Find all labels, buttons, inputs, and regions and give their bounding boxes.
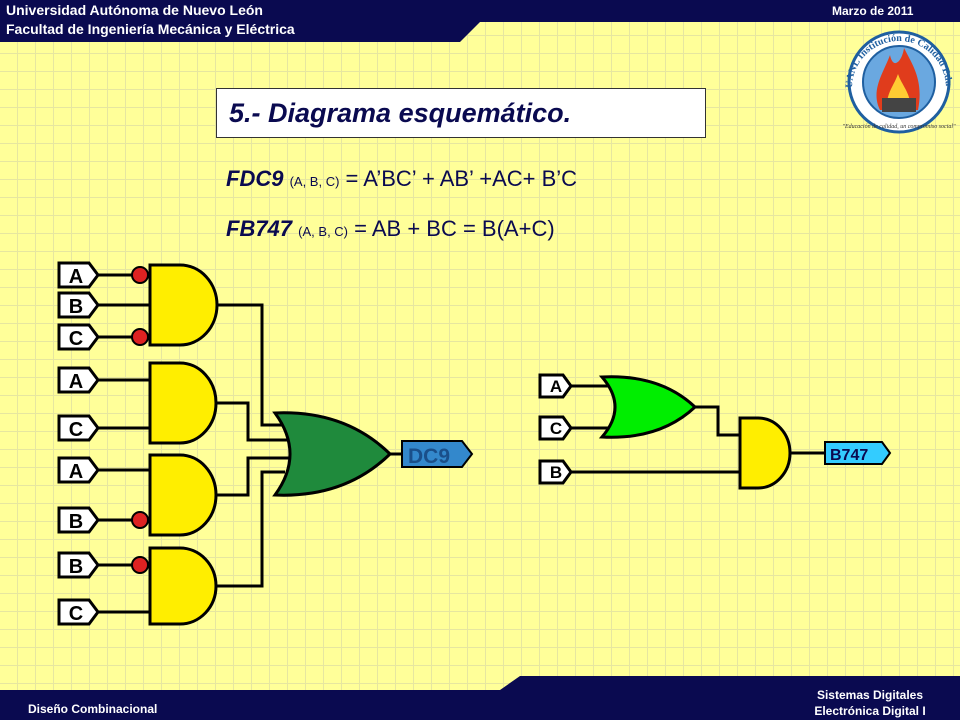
input-labels-circuit2: A C B xyxy=(550,377,562,482)
input-label: A xyxy=(69,371,83,393)
equation-fdc9-args: (A, B, C) xyxy=(289,174,340,189)
output-label-b747: B747 xyxy=(830,447,868,464)
wires xyxy=(98,273,825,614)
input-tag-c3 xyxy=(57,598,100,626)
equation-fdc9-expr: = A’BC’ + AB’ +AC+ B’C xyxy=(339,166,578,191)
output-tag-dc9 xyxy=(401,440,474,468)
input-label: B xyxy=(69,556,83,578)
logo-base xyxy=(882,98,916,112)
input-tag-b1 xyxy=(57,291,100,319)
and-gate-3 xyxy=(148,453,218,537)
output-tag-b747 xyxy=(824,441,892,465)
header-date: Marzo de 2011 xyxy=(832,4,914,18)
equation-fdc9: FDC9 (A, B, C) = A’BC’ + AB’ +AC+ B’C xyxy=(226,166,577,192)
input-tag-a xyxy=(538,373,573,399)
input-tag-a2 xyxy=(57,366,100,394)
inverter-bubble xyxy=(131,511,149,529)
inverter-bubbles xyxy=(131,266,149,574)
input-tag-b xyxy=(538,459,573,485)
footer-right-line2: Electrónica Digital I xyxy=(814,704,926,718)
input-label: C xyxy=(69,419,83,441)
input-label: A xyxy=(550,377,562,396)
input-tag-b3 xyxy=(57,551,100,579)
and-gates-circuit1 xyxy=(148,263,219,626)
input-label: B xyxy=(550,463,562,482)
input-tag-b2 xyxy=(57,506,100,534)
footer-left: Diseño Combinacional xyxy=(28,702,158,716)
slide-title: 5.- Diagrama esquemático. xyxy=(229,98,572,128)
and-gate-2 xyxy=(148,361,218,445)
inputs-circuit2 xyxy=(538,373,573,485)
or-gate-b747 xyxy=(598,375,698,439)
and-gate-1 xyxy=(148,263,219,347)
header-band xyxy=(0,0,960,42)
footer-band xyxy=(0,676,960,720)
inverter-bubble xyxy=(131,328,149,346)
footer-right-line1: Sistemas Digitales xyxy=(816,688,924,702)
input-label: B xyxy=(69,511,83,533)
input-tag-c2 xyxy=(57,414,100,442)
or-gate-dc9 xyxy=(272,411,393,497)
and-gate-4 xyxy=(148,546,218,626)
input-tag-a1 xyxy=(57,261,100,289)
header-faculty: Facultad de Ingeniería Mecánica y Eléctr… xyxy=(6,21,295,37)
equation-fb747: FB747 (A, B, C) = AB + BC = B(A+C) xyxy=(226,216,555,242)
inputs-circuit1 xyxy=(57,261,100,626)
input-label: C xyxy=(69,603,83,625)
inverter-bubble xyxy=(131,266,149,284)
inverter-bubble xyxy=(131,556,149,574)
input-tag-c1 xyxy=(57,323,100,351)
equation-fb747-name: FB747 xyxy=(226,216,293,241)
input-label: B xyxy=(69,296,83,318)
input-label: A xyxy=(69,461,83,483)
header-university: Universidad Autónoma de Nuevo León xyxy=(6,2,263,18)
input-label: A xyxy=(69,266,83,288)
input-tag-a3 xyxy=(57,456,100,484)
and-gate-b747 xyxy=(738,416,792,490)
equation-fb747-expr: = AB + BC = B(A+C) xyxy=(348,216,555,241)
output-label-dc9: DC9 xyxy=(408,445,450,468)
input-tag-c xyxy=(538,415,573,441)
logo-motto: "Educación de calidad, un compromiso soc… xyxy=(842,124,956,130)
input-label: C xyxy=(69,328,83,350)
title-box: 5.- Diagrama esquemático. xyxy=(216,88,706,138)
input-label: C xyxy=(550,419,562,438)
equation-fb747-args: (A, B, C) xyxy=(298,224,349,239)
equation-fdc9-name: FDC9 xyxy=(226,166,284,191)
input-labels-circuit1: A B C A C A B B C xyxy=(69,266,83,625)
